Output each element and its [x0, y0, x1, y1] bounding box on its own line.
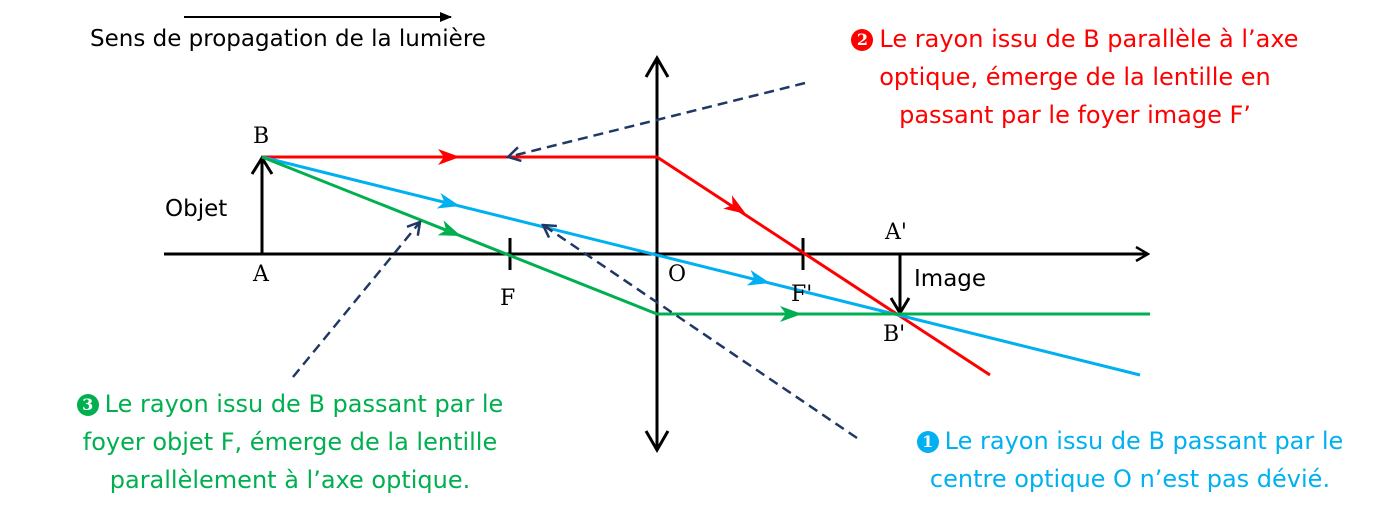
- pointer-ray-2: [508, 81, 806, 157]
- note-ray-1-text-1: Le rayon issu de B passant par le: [944, 427, 1344, 455]
- pointer-ray-3: [292, 222, 420, 378]
- note-ray-3-text-1: Le rayon issu de B passant par le: [104, 390, 504, 418]
- point-A-prime-label: A': [885, 220, 907, 245]
- note-ray-2-line-2: optique, émerge de la lentille en: [879, 63, 1271, 91]
- object-arrow: [250, 155, 274, 254]
- note-ray-1-line-2: centre optique O n’est pas dévié.: [929, 465, 1331, 493]
- badge-3-icon: 3: [76, 394, 99, 416]
- image-arrow: [889, 254, 911, 316]
- propagation-label: Sens de propagation de la lumière: [90, 26, 486, 52]
- point-O-label: O: [668, 262, 687, 287]
- badge-1-icon: 1: [916, 431, 939, 453]
- point-A-label: A: [253, 262, 269, 287]
- point-B-prime-label: B': [883, 322, 906, 347]
- point-F-prime-label: F': [791, 282, 813, 307]
- note-ray-3-line-3: parallèlement à l’axe optique.: [109, 466, 471, 494]
- ray-3-green: [261, 155, 1150, 322]
- object-label: Objet: [165, 196, 228, 222]
- note-ray-2-line-3: passant par le foyer image F’: [899, 101, 1251, 129]
- point-F-label: F: [500, 286, 516, 311]
- ray-2-red: [262, 149, 991, 377]
- note-ray-3-line-2: foyer objet F, émerge de la lentille: [82, 428, 498, 456]
- badge-2-icon: 2: [851, 29, 874, 51]
- note-ray-2-text-1: Le rayon issu de B parallèle à l’axe: [879, 25, 1299, 53]
- ray-1-blue: [261, 155, 1141, 377]
- image-label: Image: [914, 266, 987, 292]
- point-B-label: B: [253, 124, 270, 149]
